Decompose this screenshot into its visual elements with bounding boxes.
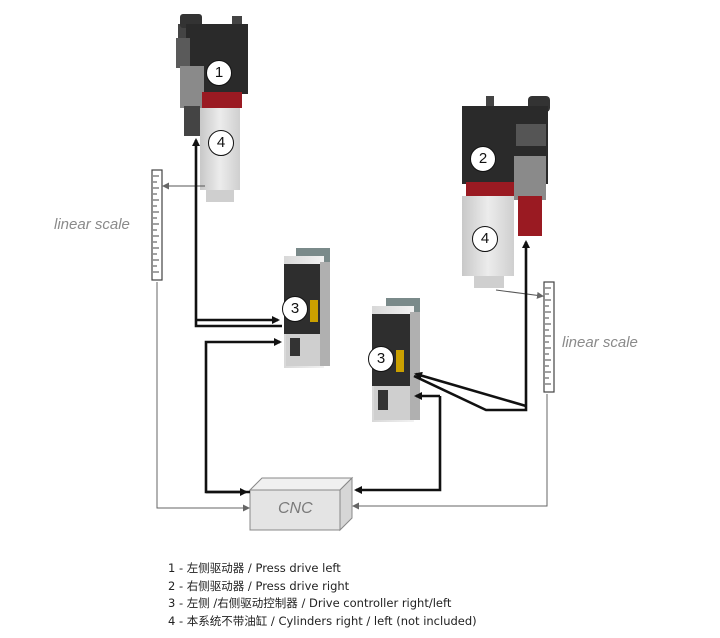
cnc-label: CNC — [278, 500, 313, 517]
badge-press-left: 1 — [206, 60, 232, 86]
badge-cylinder-right: 4 — [472, 226, 498, 252]
cnc-box — [248, 476, 354, 532]
badge-drive-right: 3 — [368, 346, 394, 372]
linear-scale-left — [151, 169, 163, 281]
legend: 1 - 左侧驱动器 / Press drive left 2 - 右侧驱动器 /… — [168, 560, 477, 630]
linear-scale-right — [543, 281, 555, 393]
linear-scale-left-label: linear scale — [54, 216, 130, 233]
legend-item-2: 2 - 右侧驱动器 / Press drive right — [168, 578, 350, 593]
press-drive-left — [176, 14, 248, 202]
legend-item-3: 3 - 左侧 /右侧驱动控制器 / Drive controller right… — [168, 596, 452, 610]
press-drive-right — [462, 96, 550, 288]
badge-press-right: 2 — [470, 146, 496, 172]
legend-item-1: 1 - 左侧驱动器 / Press drive left — [168, 561, 341, 575]
linear-scale-right-label: linear scale — [562, 334, 638, 351]
badge-drive-left: 3 — [282, 296, 308, 322]
control-lines — [192, 138, 530, 496]
badge-cylinder-left: 4 — [208, 130, 234, 156]
thin-signal-lines — [156, 182, 548, 512]
legend-item-4: 4 - 本系统不带油缸 / Cylinders right / left (no… — [168, 613, 477, 628]
